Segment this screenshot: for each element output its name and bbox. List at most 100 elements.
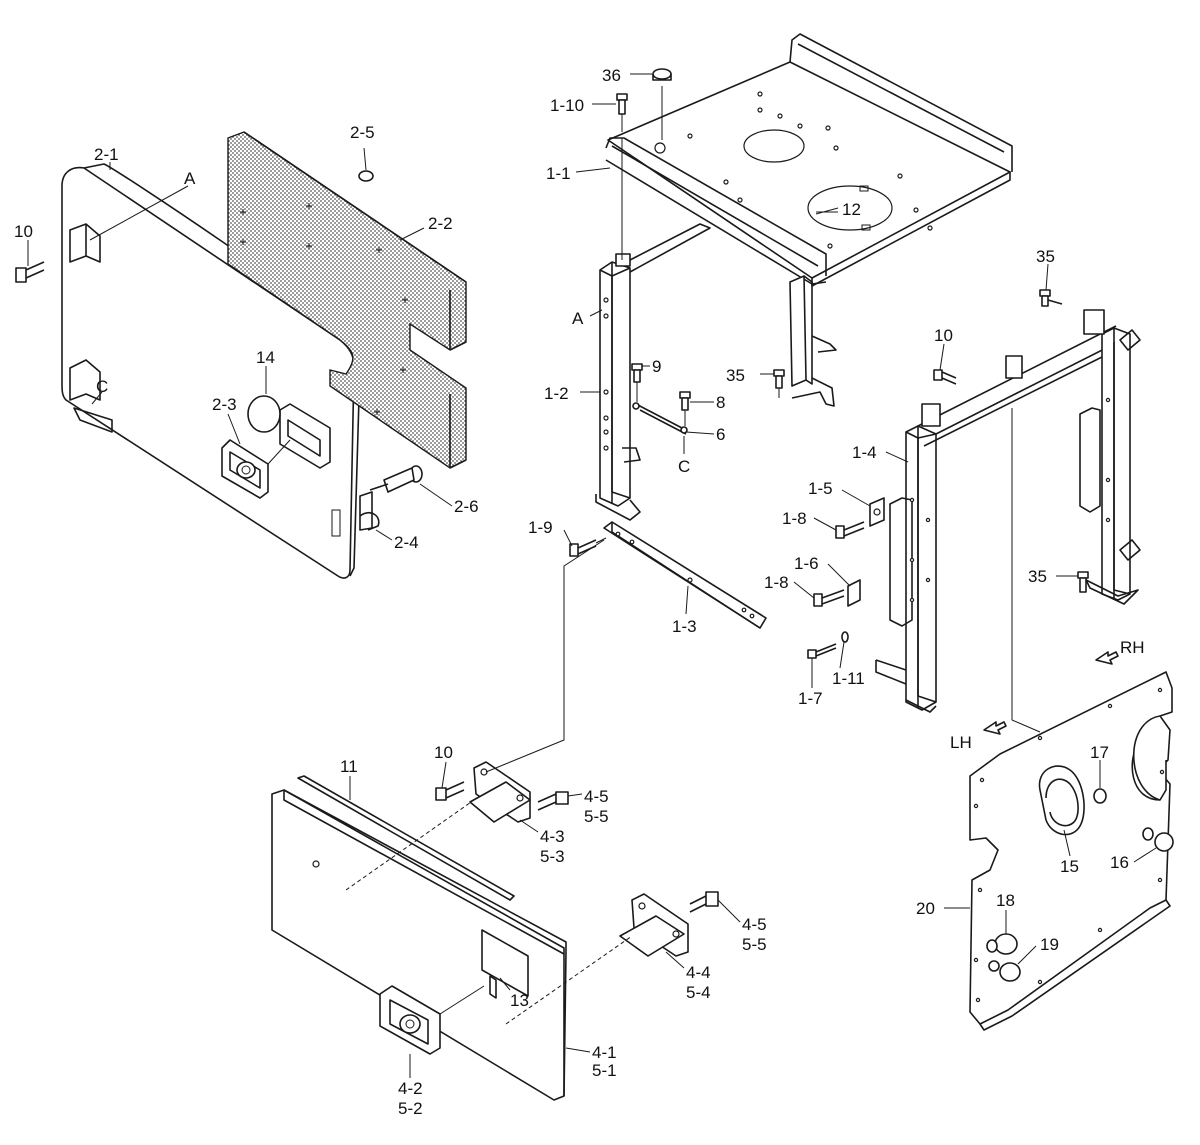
label-1-5: 1-5	[808, 479, 833, 498]
label-4-3: 4-3	[540, 827, 565, 846]
rear-leg	[789, 275, 837, 407]
bolt-1-8-b	[813, 589, 845, 607]
label-4-1: 4-1	[592, 1043, 617, 1062]
lh-arrow	[983, 721, 1007, 735]
grommet-18	[994, 933, 1018, 955]
washer-1-11	[841, 631, 849, 643]
label-A-left: A	[184, 169, 196, 188]
label-1-7: 1-7	[798, 689, 823, 708]
hinge-4-3	[469, 761, 531, 823]
label-36: 36	[602, 66, 621, 85]
label-10-bottom: 10	[434, 743, 453, 762]
part-labels: 36 1-10 1-1 12 A 1-2 9 35 8 6 C 1-9 1-3 …	[14, 66, 1145, 1118]
label-1-2: 1-2	[544, 384, 569, 403]
label-20: 20	[916, 899, 935, 918]
bolt-4-5-b	[689, 891, 719, 913]
label-14: 14	[256, 348, 275, 367]
label-2-2: 2-2	[428, 214, 453, 233]
top-plate-opening	[743, 129, 805, 163]
bolt-1-8-a	[835, 521, 865, 539]
label-LH: LH	[950, 733, 972, 752]
label-RH: RH	[1120, 638, 1145, 657]
label-5-5-a: 5-5	[584, 807, 609, 826]
label-1-1: 1-1	[546, 164, 571, 183]
label-1-10: 1-10	[550, 96, 584, 115]
cross-member-1-3	[603, 521, 767, 629]
bolt-1-7	[807, 643, 837, 659]
left-door-2-1	[61, 163, 361, 579]
top-frame-assembly	[569, 33, 1013, 629]
label-5-2: 5-2	[398, 1099, 423, 1118]
lower-door-4-1	[271, 775, 567, 1101]
foam-pad-2-2	[227, 131, 467, 469]
bolt-35-a	[773, 369, 785, 398]
bolt-8	[679, 391, 691, 426]
top-plate-large-opening	[807, 185, 893, 231]
label-C-left: C	[96, 377, 108, 396]
grommet-16	[1154, 832, 1174, 852]
bolt-10-left	[15, 261, 45, 283]
label-35-c: 35	[1028, 567, 1047, 586]
label-5-5-b: 5-5	[742, 935, 767, 954]
right-frame-1-4	[807, 289, 1141, 713]
label-A-top: A	[572, 309, 584, 328]
label-35-a: 35	[726, 366, 745, 385]
grommet-19	[999, 962, 1021, 982]
label-19: 19	[1040, 935, 1059, 954]
label-35-b: 35	[1036, 247, 1055, 266]
label-1-9: 1-9	[528, 518, 553, 537]
plug-36	[652, 68, 672, 80]
plate-1-6	[847, 579, 861, 607]
bolt-10-right	[933, 369, 957, 385]
label-4-5-a: 4-5	[584, 787, 609, 806]
label-18: 18	[996, 891, 1015, 910]
label-1-3: 1-3	[672, 617, 697, 636]
bolt-35-b	[1039, 289, 1063, 307]
label-15: 15	[1060, 857, 1079, 876]
label-17: 17	[1090, 743, 1109, 762]
label-2-3: 2-3	[212, 395, 237, 414]
hinge-4-4	[619, 893, 689, 957]
label-1-11: 1-11	[832, 669, 865, 688]
seal-strip-11	[297, 775, 515, 901]
rear-panel-20	[969, 671, 1174, 1031]
label-4-2: 4-2	[398, 1079, 423, 1098]
label-13: 13	[510, 991, 529, 1010]
rh-arrow	[1095, 651, 1119, 665]
label-5-3: 5-3	[540, 847, 565, 866]
front-post-1-2	[595, 253, 641, 521]
label-5-4: 5-4	[686, 983, 711, 1002]
bolt-35-c	[1077, 571, 1089, 593]
label-4-4: 4-4	[686, 963, 711, 982]
label-12: 12	[842, 200, 861, 219]
label-2-4: 2-4	[394, 533, 419, 552]
grommet-17	[1093, 788, 1107, 804]
link-rod-6	[632, 402, 688, 435]
label-C-mid: C	[678, 457, 690, 476]
label-8: 8	[716, 393, 725, 412]
label-4-5-b: 4-5	[742, 915, 767, 934]
leader-lines	[27, 73, 1157, 1078]
lock-4-2	[379, 985, 441, 1055]
label-10-left: 10	[14, 222, 33, 241]
clip-2-4	[359, 491, 380, 531]
label-1-6: 1-6	[794, 554, 819, 573]
latch-plate-13	[481, 929, 529, 999]
plate-holes	[654, 91, 933, 249]
label-2-5: 2-5	[350, 123, 375, 142]
lock-2-3	[221, 439, 269, 499]
bolt-2-6	[369, 465, 423, 493]
label-10-right: 10	[934, 326, 953, 345]
label-1-8-a: 1-8	[782, 509, 807, 528]
label-1-4: 1-4	[852, 443, 877, 462]
label-2-1: 2-1	[94, 145, 119, 164]
bolt-1-10	[616, 93, 628, 132]
label-2-6: 2-6	[454, 497, 479, 516]
label-9: 9	[652, 357, 661, 376]
label-5-1: 5-1	[592, 1061, 617, 1080]
bolt-1-9	[569, 537, 607, 557]
label-6: 6	[716, 425, 725, 444]
label-1-8-b: 1-8	[764, 573, 789, 592]
